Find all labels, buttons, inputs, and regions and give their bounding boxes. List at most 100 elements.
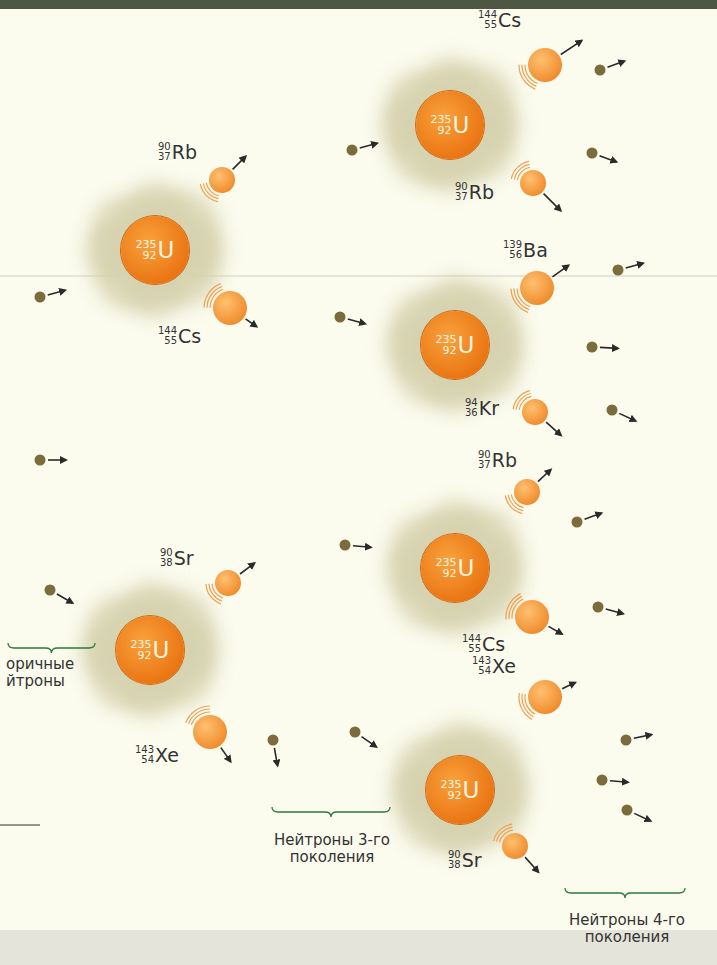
neutron [587, 148, 598, 159]
nucleon-numbers: 9038 [448, 850, 461, 870]
nucleon-numbers: 23592 [136, 239, 157, 261]
neutron-arrow [600, 347, 618, 350]
isotope-label: 14455Cs [478, 10, 521, 30]
mass-number: 94 [465, 398, 478, 408]
element-symbol: U [158, 239, 175, 262]
uranium-nucleus: 23592U [421, 534, 489, 602]
atomic-number: 56 [509, 250, 522, 260]
mass-number: 90 [478, 450, 491, 460]
neutron [35, 455, 46, 466]
element-symbol: Kr [479, 399, 499, 418]
mass-number: 235 [436, 557, 457, 568]
isotope-label: 9038Sr [448, 850, 482, 870]
neutron-arrow [610, 781, 628, 783]
mass-number: 143 [135, 745, 154, 755]
isotope-label: 23592U [431, 114, 470, 137]
neutron [335, 312, 346, 323]
atomic-number: 92 [448, 790, 462, 801]
fragment-arrow [221, 748, 231, 762]
caption-label: Нейтроны 4-го поколения [552, 912, 702, 947]
fission-fragment: 9037Rb [514, 479, 540, 505]
mass-number: 90 [160, 548, 173, 558]
neutron [347, 145, 358, 156]
fission-fragment: 9038Sr [215, 570, 241, 596]
neutron-arrow [634, 813, 650, 821]
mass-number: 235 [441, 779, 462, 790]
neutron-arrow [362, 737, 377, 747]
fission-fragment: 14455Cs [213, 291, 247, 325]
neutron [45, 585, 56, 596]
atomic-number: 37 [158, 152, 171, 162]
fission-fragment: 13956Ba [520, 271, 554, 305]
atomic-number: 92 [443, 345, 457, 356]
atomic-number: 38 [448, 860, 461, 870]
nucleon-numbers: 23592 [131, 639, 152, 661]
mass-number: 235 [131, 639, 152, 650]
neutron [268, 735, 279, 746]
neutron-arrow [48, 290, 65, 295]
fragment-arrow [561, 41, 582, 55]
neutron-arrow [57, 594, 73, 603]
mass-number: 235 [436, 334, 457, 345]
neutron [572, 517, 583, 528]
element-symbol: Xe [492, 657, 516, 676]
atomic-number: 36 [465, 408, 478, 418]
neutron [587, 342, 598, 353]
neutron-arrow [274, 748, 277, 766]
neutron [621, 735, 632, 746]
caption-label: Нейтроны 3-го поколения [262, 832, 402, 867]
isotope-label: 23592U [131, 639, 170, 662]
neutron-arrow [606, 609, 623, 614]
element-symbol: U [458, 334, 475, 357]
atomic-number: 55 [468, 644, 481, 654]
nucleon-numbers: 14354 [472, 656, 491, 676]
mass-number: 144 [462, 634, 481, 644]
element-symbol: Rb [172, 143, 197, 162]
neutron-arrow [626, 263, 643, 268]
isotope-label: 13956Ba [503, 240, 548, 260]
bracket [272, 807, 390, 817]
fragment-arrow [525, 857, 538, 872]
fission-fragment: 9037Rb [520, 170, 546, 196]
fragment-arrow [538, 470, 551, 482]
element-symbol: U [463, 779, 480, 802]
atomic-number: 92 [438, 125, 452, 136]
neutron-arrow [360, 143, 377, 148]
neutron-arrow [619, 413, 635, 421]
nucleon-numbers: 23592 [441, 779, 462, 801]
fragment-arrow [546, 422, 561, 435]
fission-fragment: 14455Cs [528, 48, 562, 82]
atomic-number: 92 [138, 650, 152, 661]
element-symbol: Sr [174, 549, 194, 568]
bracket [565, 888, 685, 898]
isotope-label: 9037Rb [455, 182, 494, 202]
fission-fragment: 14354Xe [528, 680, 562, 714]
fragment-arrow [240, 563, 254, 574]
isotope-label: 9038Sr [160, 548, 194, 568]
isotope-label: 14354Xe [472, 656, 516, 676]
mass-number: 139 [503, 240, 522, 250]
mass-number: 235 [136, 239, 157, 250]
element-symbol: U [153, 639, 170, 662]
nucleon-numbers: 14455 [158, 326, 177, 346]
nucleon-numbers: 9037 [455, 182, 468, 202]
neutron-arrow [353, 546, 371, 548]
neutron-arrow [600, 156, 617, 162]
element-symbol: Rb [469, 183, 494, 202]
element-symbol: Cs [498, 11, 521, 30]
fragment-arrow [562, 683, 575, 689]
element-symbol: Sr [462, 851, 482, 870]
atomic-number: 92 [143, 250, 157, 261]
neutron [340, 540, 351, 551]
bracket [8, 643, 95, 653]
neutron-arrow [608, 61, 625, 67]
nucleon-numbers: 14455 [462, 634, 481, 654]
fragment-arrow [233, 156, 246, 169]
atomic-number: 55 [164, 336, 177, 346]
fragment-arrow [549, 626, 562, 634]
mass-number: 90 [455, 182, 468, 192]
neutron [350, 727, 361, 738]
mass-number: 235 [431, 114, 452, 125]
element-symbol: Xe [155, 746, 179, 765]
